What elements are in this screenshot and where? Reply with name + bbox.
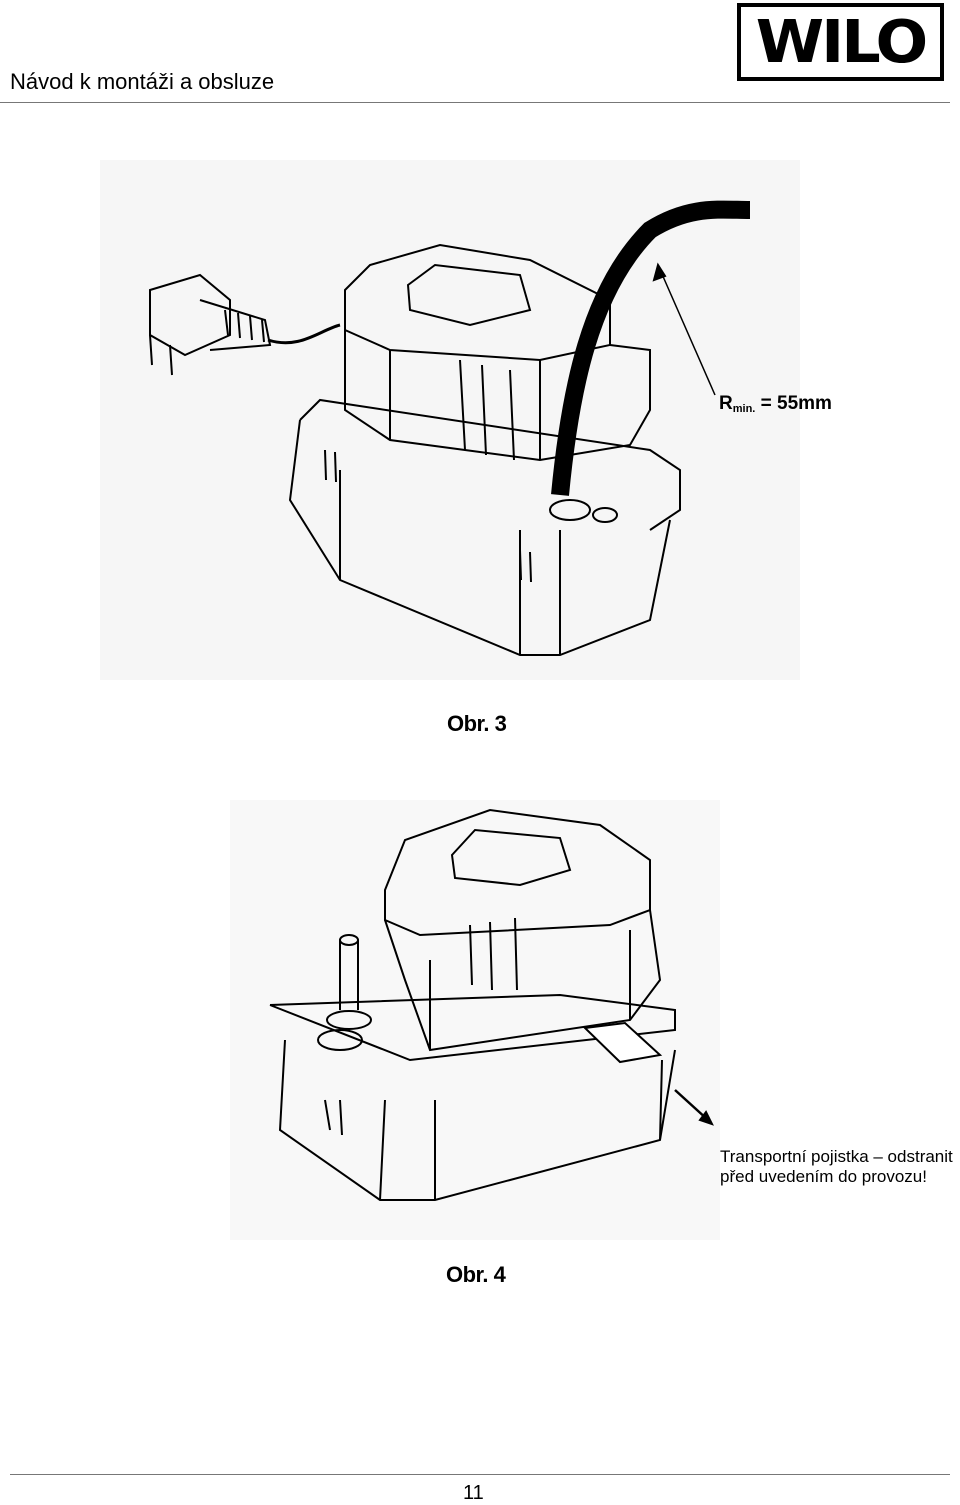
page-number: 11 bbox=[463, 1482, 484, 1504]
wilo-logo: WILO bbox=[737, 3, 944, 81]
figure-3-pump-hose-drawing bbox=[100, 160, 800, 680]
logo-text: WILO bbox=[755, 6, 928, 77]
figure-3-caption: Obr. 3 bbox=[447, 711, 507, 736]
minimum-radius-label: Rmin. = 55mm bbox=[719, 393, 832, 415]
footer-divider bbox=[10, 1474, 950, 1475]
note-line-1: Transportní pojistka – odstranit bbox=[720, 1147, 953, 1166]
figure-4-caption: Obr. 4 bbox=[446, 1262, 506, 1287]
header-divider bbox=[0, 102, 950, 103]
note-line-2: před uvedením do provozu! bbox=[720, 1167, 927, 1186]
figure-4-transport-lock-drawing bbox=[230, 800, 720, 1240]
radius-value: = 55mm bbox=[755, 393, 832, 414]
transport-lock-note: Transportní pojistka – odstranit před uv… bbox=[720, 1147, 953, 1187]
radius-subscript: min. bbox=[732, 403, 756, 415]
radius-symbol: R bbox=[719, 393, 733, 414]
document-title: Návod k montáži a obsluze bbox=[10, 69, 275, 94]
